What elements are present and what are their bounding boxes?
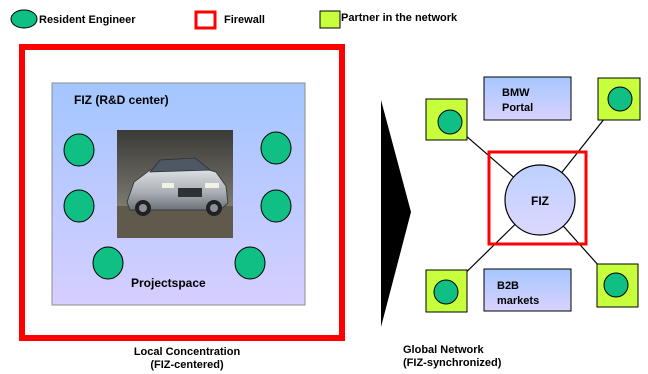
global-caption-line1: Global Network: [403, 344, 485, 356]
local-concentration: FIZ (R&D center) Projectspace Local Conc…: [19, 44, 345, 371]
legend-firewall-icon: [194, 10, 217, 30]
global-caption-line2: (FIZ-synchronized): [403, 357, 502, 369]
bmw-portal-line1: BMW: [502, 87, 530, 99]
local-caption-line2: (FIZ-centered): [150, 359, 224, 371]
bmw-portal-box: [483, 76, 572, 121]
legend-firewall-label: Firewall: [224, 14, 265, 26]
legend-engineer-icon: [10, 9, 38, 29]
fiz-hub-node: [504, 164, 576, 236]
partner-engineer-node: [603, 272, 629, 298]
resident-engineer-node: [234, 246, 266, 280]
resident-engineer-node: [260, 131, 292, 165]
bmw-portal-line2: Portal: [502, 102, 533, 114]
projectspace-label: Projectspace: [131, 276, 206, 290]
legend: Resident Engineer Firewall Partner in th…: [10, 9, 458, 30]
b2b-markets-line2: markets: [497, 295, 539, 307]
car-photo: [117, 130, 233, 238]
transition-arrow: [381, 100, 411, 327]
legend-partner-icon: [319, 10, 341, 29]
fiz-hub-label: FIZ: [531, 194, 549, 208]
partner-engineer-node: [607, 86, 633, 112]
resident-engineer-node: [63, 189, 95, 223]
legend-partner-label: Partner in the network: [341, 12, 458, 24]
legend-engineer-label: Resident Engineer: [39, 14, 136, 26]
global-network: BMW Portal B2B markets FIZ Global Networ…: [403, 76, 641, 369]
resident-engineer-node: [63, 133, 95, 167]
local-caption-line1: Local Concentration: [134, 346, 241, 358]
b2b-markets-line1: B2B: [497, 280, 519, 292]
fiz-rd-center-title: FIZ (R&D center): [74, 93, 169, 107]
resident-engineer-node: [92, 246, 124, 280]
b2b-markets-box: [483, 268, 572, 312]
partner-engineer-node: [437, 109, 463, 135]
hub-firewall-frame: [487, 150, 588, 246]
partner-engineer-node: [433, 279, 459, 305]
resident-engineer-node: [260, 189, 292, 223]
